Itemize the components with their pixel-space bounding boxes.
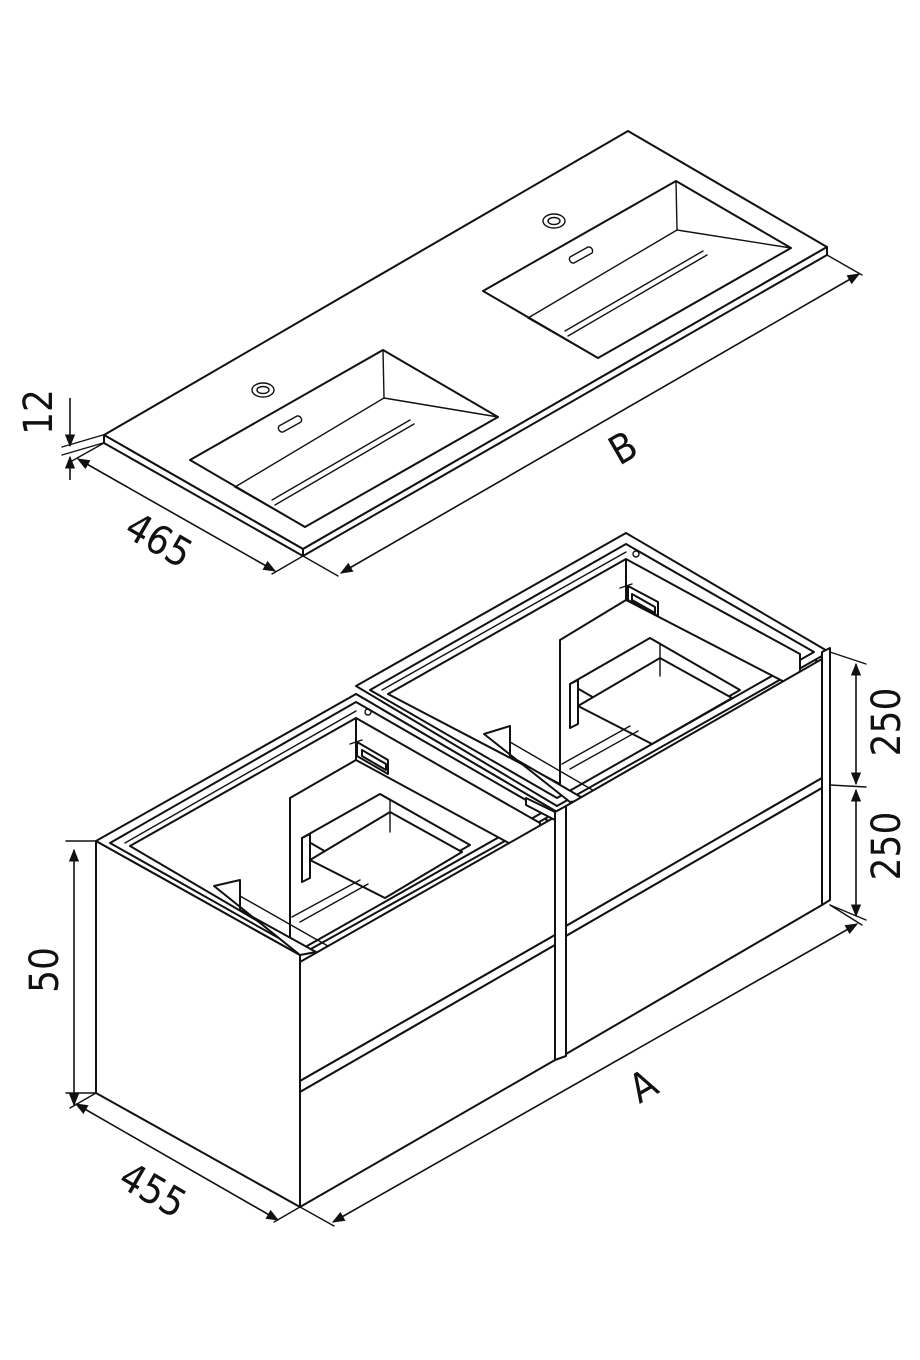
dim-countertop-thickness: 12: [16, 389, 104, 480]
inner-drawer-right: [483, 637, 741, 807]
inner-drawer-left: [213, 793, 471, 963]
overflow-right: [568, 246, 594, 264]
dim-drawer-heights: 250 250: [829, 651, 910, 921]
dim-cabinet-height: 50: [22, 840, 97, 1107]
overflow-left: [277, 415, 303, 433]
label-cabinet-width: A: [621, 1060, 666, 1112]
label-countertop-depth: 465: [117, 504, 199, 578]
tap-hole-left: [251, 382, 275, 398]
label-drawer-top-height: 250: [864, 688, 910, 757]
label-countertop-thickness: 12: [16, 389, 62, 435]
label-cabinet-height: 50: [22, 947, 68, 993]
tap-hole-right: [542, 213, 566, 229]
label-countertop-width: B: [601, 423, 645, 475]
module-divider: [554, 805, 567, 1061]
label-drawer-bottom-height: 250: [864, 812, 910, 881]
cabinet-right-edge: [821, 647, 831, 906]
countertop-top-surface: [103, 130, 828, 550]
hanging-bracket-left: [349, 739, 389, 775]
countertop: [103, 130, 828, 557]
hanging-bracket-right: [619, 583, 659, 617]
cabinet: [95, 532, 831, 1208]
